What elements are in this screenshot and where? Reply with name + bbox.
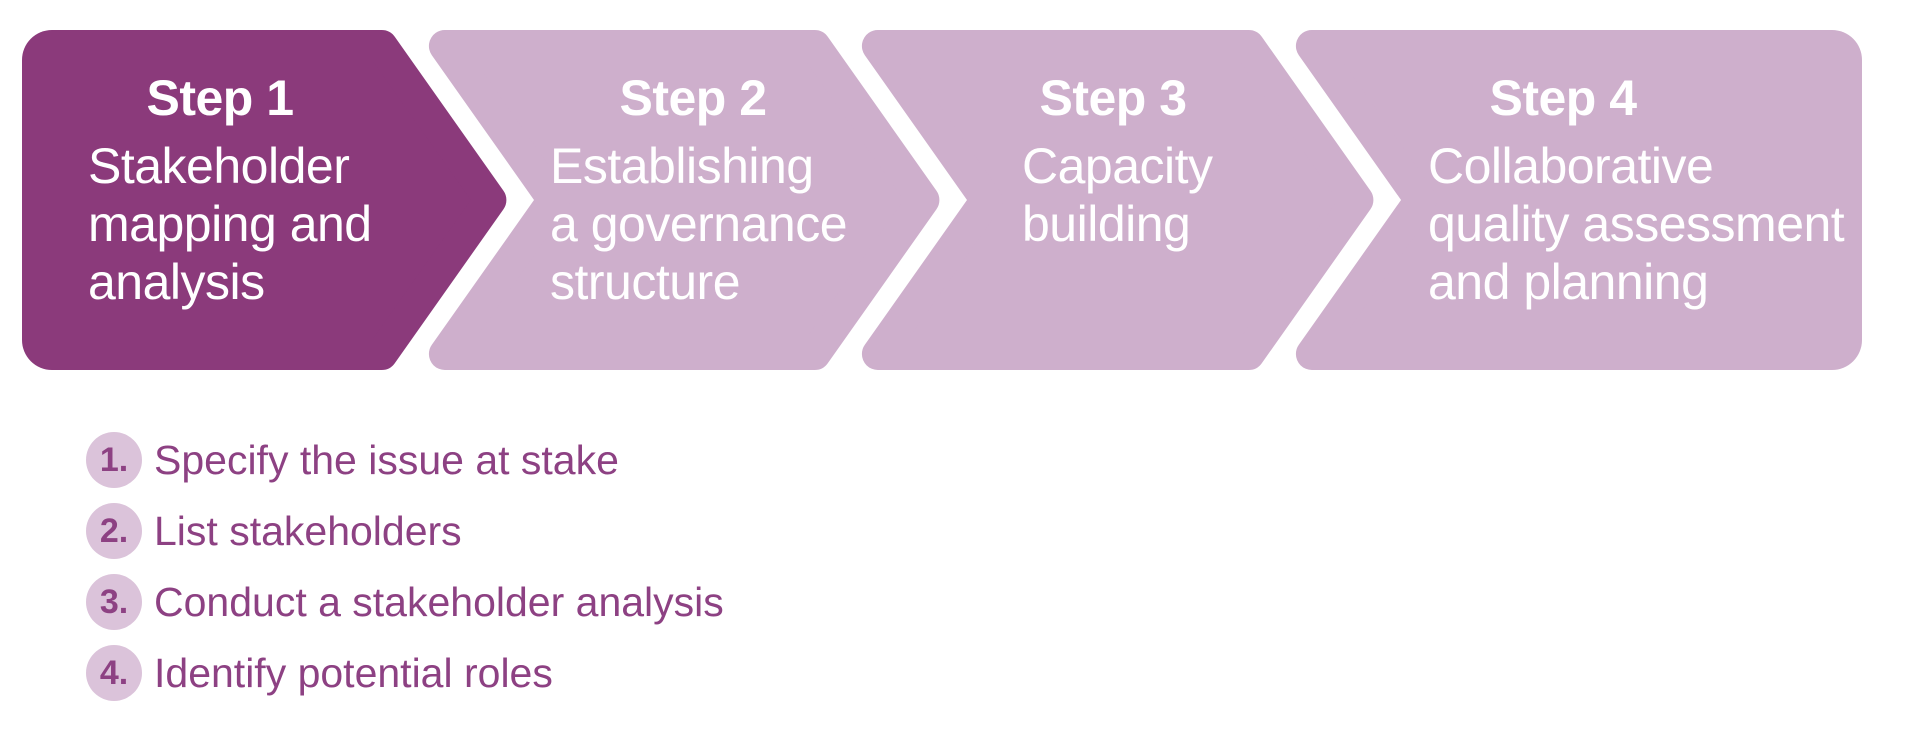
step-3-title: Capacity building — [1022, 138, 1213, 252]
step-2-chevron-shape — [428, 30, 940, 370]
step-2-label: Step 2 — [619, 70, 767, 126]
list-number: 3. — [99, 582, 129, 621]
step-1-chevron-shape — [22, 30, 507, 370]
list-number: 2. — [99, 511, 129, 550]
list-number: 4. — [99, 653, 129, 692]
step-3-label: Step 3 — [1039, 70, 1187, 126]
list-item: 1. Specify the issue at stake — [86, 432, 724, 488]
list-bullet-1: 1. — [86, 432, 142, 488]
list-item-text: Conduct a stakeholder analysis — [154, 578, 724, 625]
step-1-title: Stakeholder mapping and analysis — [88, 138, 372, 310]
chevron-shapes — [22, 30, 1862, 370]
list-item: 2. List stakeholders — [86, 503, 724, 559]
step-4-chevron-shape — [1295, 30, 1862, 370]
list-bullet-3: 3. — [86, 574, 142, 630]
list-bullet-2: 2. — [86, 503, 142, 559]
step-chevron-banner: Step 1 Stakeholder mapping and analysis … — [22, 30, 1862, 370]
stakeholder-checklist: 1. Specify the issue at stake 2. List st… — [86, 432, 724, 716]
step-3-chevron-shape — [861, 30, 1374, 370]
step-4-title: Collaborative quality assessment and pla… — [1428, 138, 1845, 310]
step-1-label: Step 1 — [146, 70, 294, 126]
step-2-title: Establishing a governance structure — [550, 138, 848, 310]
list-bullet-4: 4. — [86, 645, 142, 701]
list-item: 3. Conduct a stakeholder analysis — [86, 574, 724, 630]
list-item-text: List stakeholders — [154, 507, 462, 554]
step-4-label: Step 4 — [1489, 70, 1637, 126]
list-item-text: Identify potential roles — [154, 649, 553, 696]
list-number: 1. — [99, 440, 129, 479]
list-item: 4. Identify potential roles — [86, 645, 724, 701]
list-item-text: Specify the issue at stake — [154, 436, 619, 483]
